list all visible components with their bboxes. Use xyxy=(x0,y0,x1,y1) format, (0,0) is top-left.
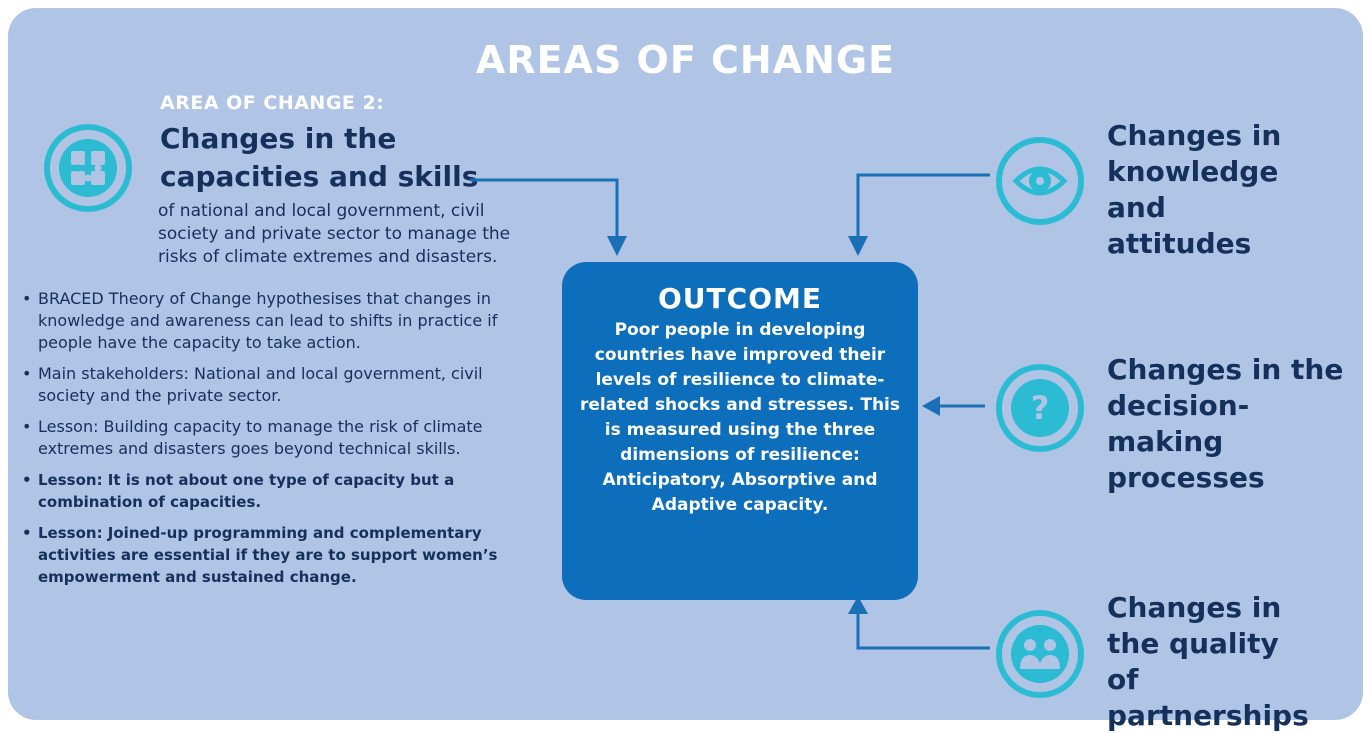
puzzle-icon xyxy=(44,124,132,212)
list-item: Main stakeholders: National and local go… xyxy=(20,363,525,407)
question-icon: ? xyxy=(996,364,1084,452)
outcome-text: Poor people in developing countries have… xyxy=(579,320,900,515)
area-heading-line2: capacities and skills xyxy=(160,160,479,193)
list-item: Lesson: It is not about one type of capa… xyxy=(20,469,525,513)
knowledge-attitudes-label: Changes in knowledge and attitudes xyxy=(1107,119,1282,260)
list-item: BRACED Theory of Change hypothesises tha… xyxy=(20,288,525,354)
partnerships-label: Changes in the quality of partnerships xyxy=(1107,591,1309,732)
list-item: Lesson: Joined-up programming and comple… xyxy=(20,522,525,588)
page-title: AREAS OF CHANGE xyxy=(475,38,896,82)
outcome-title: OUTCOME xyxy=(658,282,822,315)
handshake-icon xyxy=(996,610,1084,698)
eye-icon xyxy=(996,137,1084,225)
list-item: Lesson: Building capacity to manage the … xyxy=(20,416,525,460)
arrow-head xyxy=(607,236,627,256)
arrow-head xyxy=(848,236,868,256)
outcome-box: OUTCOME Poor people in developing countr… xyxy=(562,262,918,600)
lessons-list: BRACED Theory of Change hypothesises tha… xyxy=(20,288,525,597)
arrow-head xyxy=(922,396,940,416)
area-description: of national and local government, civil … xyxy=(158,201,511,267)
arrow-head xyxy=(848,596,868,614)
area-of-change-label: AREA OF CHANGE 2: xyxy=(160,92,385,114)
decision-making-label: Changes in the decision-making processes xyxy=(1107,353,1344,494)
area-heading-line1: Changes in the xyxy=(160,122,397,155)
svg-text:?: ? xyxy=(1031,389,1050,427)
area-heading: Changes in the capacities and skills xyxy=(160,120,480,196)
